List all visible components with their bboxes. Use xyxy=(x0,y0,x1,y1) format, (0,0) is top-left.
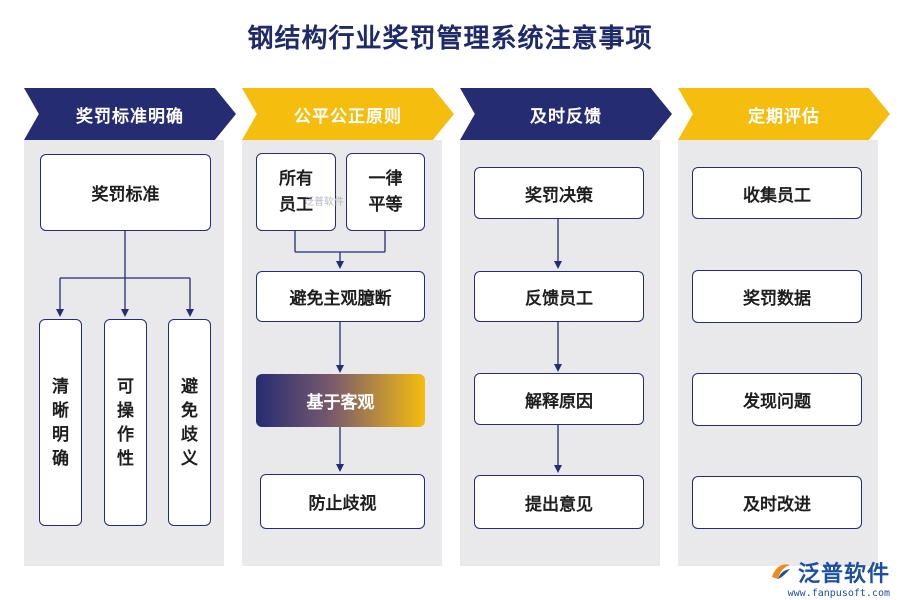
brand-icon xyxy=(771,564,790,579)
node-label: 及时改进 xyxy=(743,495,811,515)
node-feedback-employee: 反馈员工 xyxy=(474,271,644,322)
node-operability: 可操作性 xyxy=(104,319,147,526)
node-reward-decision: 奖罚决策 xyxy=(474,167,644,219)
node-label: 奖罚标准 xyxy=(91,185,160,205)
header-fairness: 公平公正原则 xyxy=(242,88,454,140)
page-title: 钢结构行业奖罚管理系统注意事项 xyxy=(247,24,653,54)
node-label: 清晰明确 xyxy=(52,376,69,469)
node-avoid-ambiguity: 避免歧义 xyxy=(168,319,211,526)
node-raise-opinion: 提出意见 xyxy=(474,475,644,529)
node-avoid-subjectivity: 避免主观臆断 xyxy=(256,271,425,322)
node-prevent-discrimination: 防止歧视 xyxy=(260,474,425,529)
header-label: 公平公正原则 xyxy=(294,106,402,127)
brand-name: 泛普软件 xyxy=(797,562,890,587)
brand-logo: 泛普软件 www.fanpusoft.com xyxy=(770,556,890,599)
node-objective-basis: 基于客观 xyxy=(256,374,425,427)
node-label: 收集员工 xyxy=(743,185,811,206)
node-reward-data: 奖罚数据 xyxy=(692,270,862,323)
brand-url: www.fanpusoft.com xyxy=(787,588,890,599)
header-standard-clarity: 奖罚标准明确 xyxy=(24,88,236,140)
header-label: 奖罚标准明确 xyxy=(76,106,184,127)
header-label: 及时反馈 xyxy=(530,106,602,127)
node-timely-improve: 及时改进 xyxy=(692,476,862,529)
node-label: 一律平等 xyxy=(368,169,403,215)
node-label: 提出意见 xyxy=(525,494,593,515)
node-label: 反馈员工 xyxy=(525,289,593,309)
node-collect-employees: 收集员工 xyxy=(692,167,862,219)
node-clear-explicit: 清晰明确 xyxy=(39,319,82,526)
node-all-employees: 所有员工 xyxy=(256,153,336,231)
node-label: 可操作性 xyxy=(117,376,134,469)
node-label: 所有员工 xyxy=(279,169,313,215)
node-label: 解释原因 xyxy=(525,391,593,412)
node-label: 奖罚决策 xyxy=(525,185,593,206)
node-label: 避免歧义 xyxy=(181,376,198,469)
node-label: 奖罚数据 xyxy=(743,289,811,309)
node-reward-standard: 奖罚标准 xyxy=(40,154,211,231)
header-timely-feedback: 及时反馈 xyxy=(460,88,672,140)
node-label: 基于客观 xyxy=(306,393,375,413)
node-equal-for-all: 一律平等 xyxy=(346,153,425,231)
header-periodic-evaluation: 定期评估 xyxy=(678,88,890,140)
node-find-problems: 发现问题 xyxy=(692,373,862,426)
header-label: 定期评估 xyxy=(748,106,820,127)
watermark-text: 泛普软件 xyxy=(304,197,344,208)
node-label: 发现问题 xyxy=(743,392,811,412)
node-explain-reason: 解释原因 xyxy=(474,373,644,425)
node-label: 避免主观臆断 xyxy=(289,289,392,309)
node-label: 防止歧视 xyxy=(308,494,377,514)
